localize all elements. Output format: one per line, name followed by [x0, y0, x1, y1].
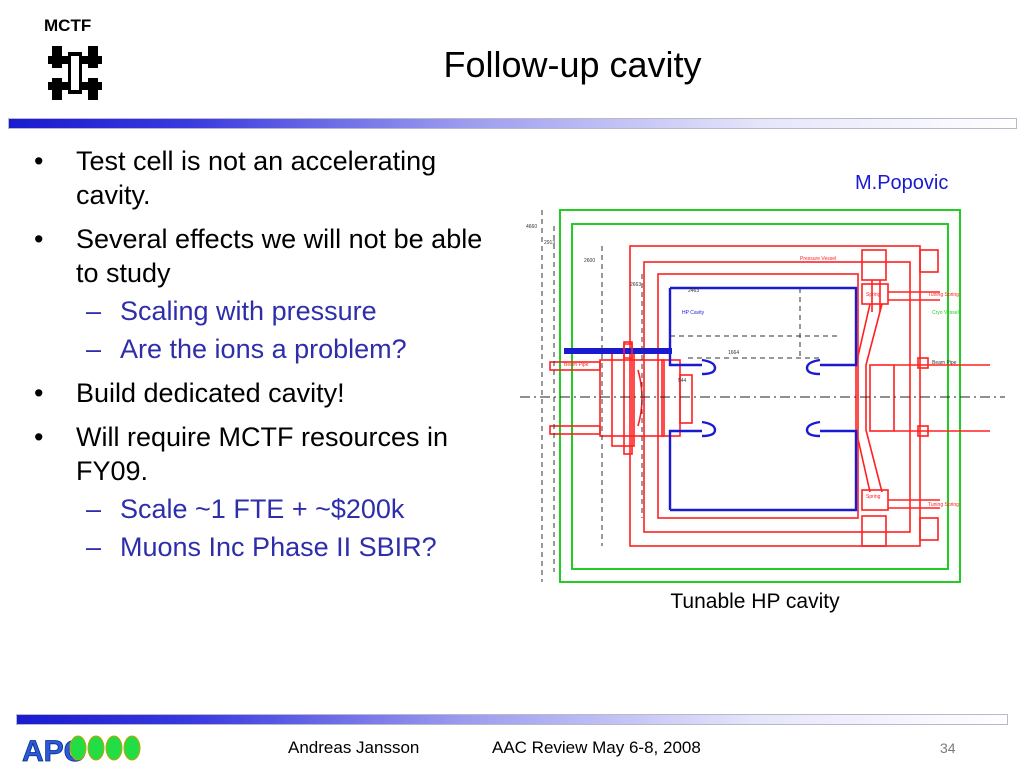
dimension-label: 1664 — [728, 350, 739, 356]
cryo-vessel-outline — [559, 209, 961, 583]
cryo-vessel-label: Cryo Vessel — [932, 310, 959, 316]
header-divider — [8, 118, 1017, 129]
hp-cavity-outline — [668, 286, 858, 512]
footer-divider — [16, 714, 1008, 725]
footer-event: AAC Review May 6-8, 2008 — [492, 738, 701, 757]
beam-pipe-flange — [623, 343, 633, 359]
pressure-vessel-label: Pressure Vessel — [800, 256, 836, 262]
beam-pipe-label: Beam Pipe — [932, 360, 957, 366]
figure-credit: M.Popovic — [855, 172, 949, 194]
dimension-lines — [541, 210, 840, 582]
dimension-label: 2913 — [544, 240, 555, 246]
tuning-spring-label: Tuning Spring — [928, 292, 959, 298]
dimension-label: 2600 — [584, 258, 595, 264]
cavity-drawing: 4660 2913 2600 2663 2463 1664 544 Pressu… — [520, 209, 1005, 583]
bullet-list: Test cell is not an accelerating cavity.… — [30, 144, 500, 564]
tuning-spring-label: Tuning Spring — [928, 502, 959, 508]
bullet-item: Will require MCTF resources in FY09. — [30, 420, 500, 488]
dimension-label: 544 — [678, 378, 687, 384]
hp-cavity-label: HP Cavity — [682, 310, 705, 316]
dimension-label: 4660 — [526, 224, 537, 230]
bullet-item: Several effects we will not be able to s… — [30, 222, 500, 290]
sub-bullet-item: Scaling with pressure — [30, 294, 500, 328]
fermilab-logo-icon — [48, 46, 102, 100]
dimension-label: 2463 — [688, 288, 699, 294]
apc-logo-icon: APC — [22, 735, 141, 768]
beam-pipe-bar — [564, 348, 672, 354]
bullet-item: Test cell is not an accelerating cavity. — [30, 144, 500, 212]
dimension-label: 2663 — [630, 282, 641, 288]
bullet-item: Build dedicated cavity! — [30, 376, 500, 410]
spring-label: Spring — [866, 494, 881, 500]
slide-number: 34 — [940, 740, 956, 756]
sub-bullet-item: Scale ~1 FTE + ~$200k — [30, 492, 500, 526]
pressure-vessel-outline — [549, 245, 990, 547]
figure-caption: Tunable HP cavity — [670, 590, 840, 613]
beam-pipe-label: Beam Pipe — [564, 362, 589, 368]
slide-title: Follow-up cavity — [443, 44, 702, 85]
sub-bullet-item: Muons Inc Phase II SBIR? — [30, 530, 500, 564]
spring-label: Spring — [866, 292, 881, 298]
sub-bullet-item: Are the ions a problem? — [30, 332, 500, 366]
footer-author: Andreas Jansson — [288, 738, 420, 757]
mctf-logo-text: MCTF — [44, 16, 92, 35]
